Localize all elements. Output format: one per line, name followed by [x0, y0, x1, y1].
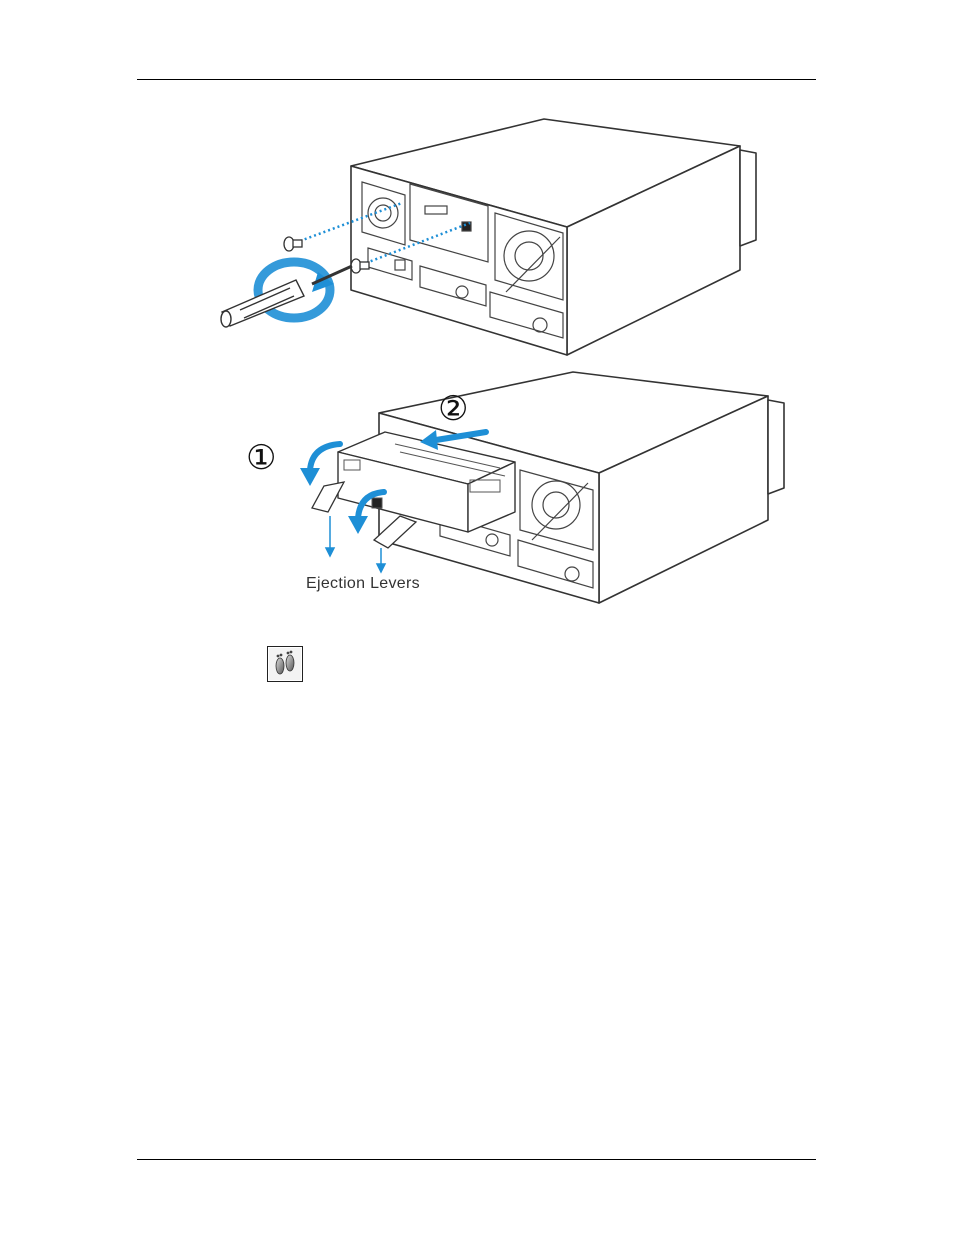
ejection-levers-label: Ejection Levers [306, 575, 420, 593]
footprint-icon [267, 646, 303, 682]
footer-rule [137, 1159, 816, 1160]
step-two-marker: ② [438, 392, 468, 426]
step-one-marker: ① [246, 441, 276, 475]
